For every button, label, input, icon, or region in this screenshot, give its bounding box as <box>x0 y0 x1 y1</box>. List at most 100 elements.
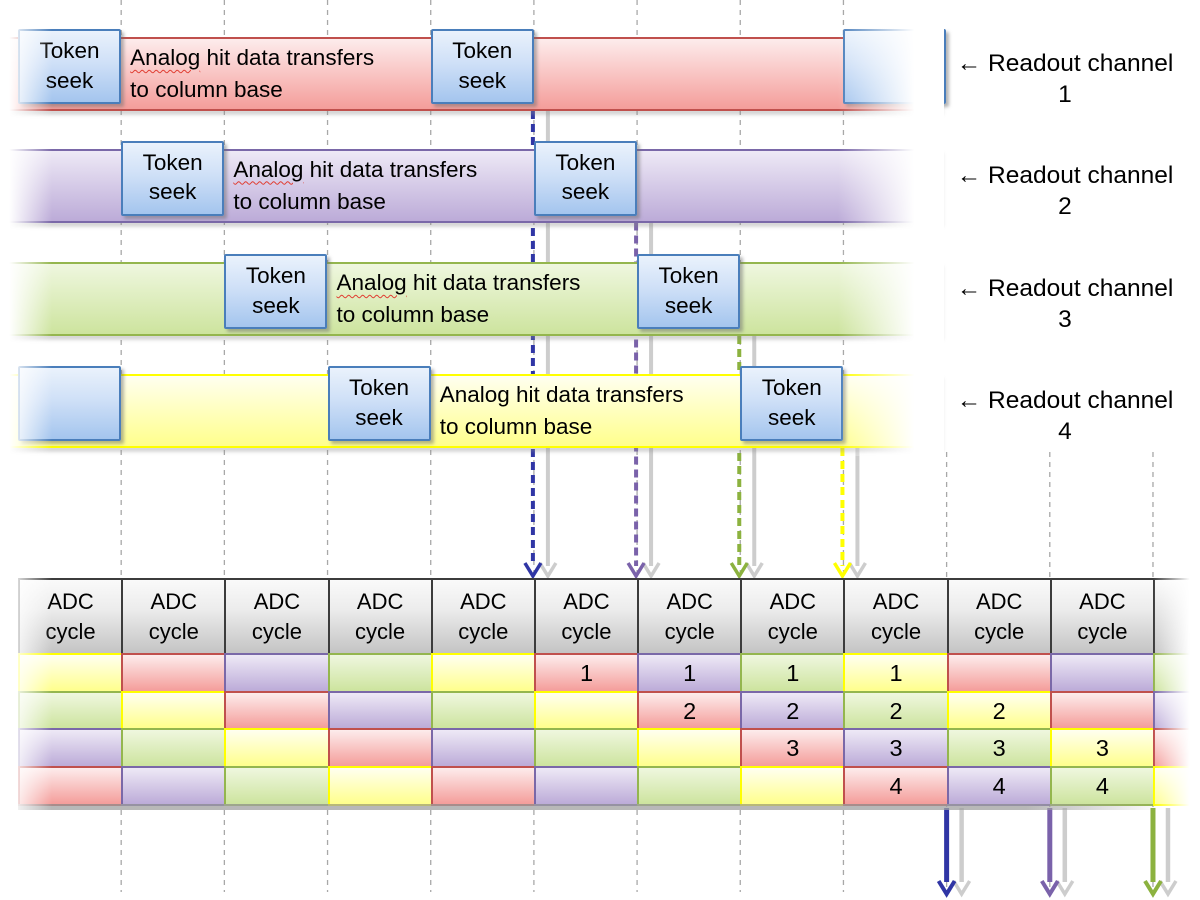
adc-cell-number: 2 <box>889 697 903 724</box>
adc-cycle-header-cell: ADC cycle <box>327 578 433 655</box>
adc-cell <box>224 766 330 806</box>
adc-header-line2: cycle <box>148 619 199 644</box>
adc-cell <box>430 766 536 806</box>
adc-cell <box>1152 653 1200 693</box>
adc-header-line1: ADC <box>356 589 404 614</box>
transfer-arrow-shadow-head-channel-1 <box>538 562 558 580</box>
header-fade <box>1152 578 1200 655</box>
adc-cell <box>1152 766 1200 806</box>
adc-cell <box>224 653 330 693</box>
adc-cell-number: 1 <box>889 660 903 686</box>
token-seek-label-line2: seek <box>148 179 197 204</box>
analog-transfer-text-line1: Analog hit data transfers <box>233 156 478 182</box>
transfer-arrow-shadow-head-channel-2 <box>641 562 661 580</box>
adc-header-line2: cycle <box>561 619 612 644</box>
analog-transfer-text-line2: to column base <box>130 77 283 102</box>
adc-cell: 1 <box>637 653 743 693</box>
adc-cell <box>121 766 227 806</box>
adc-cell <box>1152 728 1200 769</box>
analog-transfer-text-line2: to column base <box>233 188 386 214</box>
token-seek-label-line1: Token <box>142 149 203 175</box>
token-seek-label-line1: Token <box>555 149 616 175</box>
cell-right-fade <box>1152 653 1200 693</box>
adc-cell-number: 3 <box>1095 735 1109 762</box>
adc-header-line1: ADC <box>47 589 94 614</box>
readout-channel-label-text: ← Readout channel <box>956 275 1174 302</box>
left-edge-fade <box>0 0 52 815</box>
adc-cell <box>121 728 227 769</box>
readout-band-channel-2: Token seek Token seek Analog hit data transf… <box>0 136 944 231</box>
adc-cell <box>637 766 743 806</box>
adc-cell-number: 3 <box>889 735 903 762</box>
token-seek-label-line2: seek <box>355 404 403 430</box>
token-seek-label-line2: seek <box>767 404 816 430</box>
adc-cell: 4 <box>1049 766 1155 806</box>
adc-cell: 2 <box>740 690 846 731</box>
token-seek-label-line2: seek <box>458 67 506 93</box>
table-bottom-shadow <box>18 804 1163 810</box>
adc-header-line1: ADC <box>253 589 301 614</box>
adc-cell <box>533 690 640 731</box>
adc-header-line2: cycle <box>870 619 922 644</box>
adc-cell <box>740 766 846 806</box>
adc-header-line2: cycle <box>1077 619 1128 644</box>
analog-transfer-text-line2: to column base <box>439 414 593 439</box>
adc-header-line1: ADC <box>872 589 920 614</box>
analog-transfer-text-line1: Analog hit data transfers <box>336 270 581 295</box>
adc-cell: 3 <box>946 728 1052 769</box>
adc-cell-number: 1 <box>579 660 594 686</box>
adc-cell <box>430 653 536 693</box>
token-seek-box: Token seek <box>327 366 431 441</box>
adc-output-arrow-shadow-head-channel-1 <box>952 880 972 898</box>
adc-cell-number: 1 <box>786 660 800 686</box>
adc-output-arrow-shadow-head-channel-2 <box>1055 880 1075 898</box>
adc-cell: 2 <box>946 690 1052 731</box>
readout-channel-label-number: 4 <box>1058 418 1072 445</box>
readout-channel-label-text: ← Readout channel <box>956 50 1174 77</box>
adc-cell <box>1152 690 1200 731</box>
adc-header-line2: cycle <box>767 619 818 644</box>
adc-cell-number: 4 <box>1095 773 1109 800</box>
analog-word: Analog <box>233 156 304 182</box>
adc-cell: 1 <box>740 653 846 693</box>
adc-cell <box>121 653 227 693</box>
adc-output-arrow-shadow-head-channel-3 <box>1158 880 1178 898</box>
analog-word: Analog <box>439 382 510 407</box>
analog-transfer-text-line1: Analog hit data transfers <box>130 45 375 70</box>
transfer-arrow-head-channel-2 <box>626 562 646 580</box>
band-right-fade <box>838 362 944 456</box>
cell-right-fade <box>1152 728 1200 769</box>
adc-cell: 2 <box>637 690 743 731</box>
adc-header-line1: ADC <box>460 589 507 614</box>
token-seek-label-line2: seek <box>561 179 610 204</box>
token-seek-label-line1: Token <box>349 375 410 400</box>
readout-channel-label-text: ← Readout channel <box>956 387 1174 414</box>
readout-channel-label-number: 3 <box>1058 306 1072 333</box>
adc-cell-number: 2 <box>992 697 1006 724</box>
adc-cell <box>121 690 227 731</box>
adc-header-line1: ADC <box>563 589 610 614</box>
adc-header-line1: ADC <box>769 589 817 614</box>
adc-header-line2: cycle <box>355 619 406 644</box>
adc-cell <box>224 728 330 769</box>
transfer-arrow-shadow-head-channel-3 <box>744 562 764 580</box>
adc-cycle-header-cell-partial <box>1152 578 1200 655</box>
adc-output-arrow-head-channel-3 <box>1143 879 1163 898</box>
adc-cycle-header-cell: ADC cycle <box>740 578 846 655</box>
analog-word: Analog <box>130 45 201 70</box>
band-right-fade <box>838 25 944 119</box>
adc-cell: 1 <box>843 653 949 693</box>
token-seek-box: Token seek <box>121 140 225 216</box>
transfer-arrow-shadow-head-channel-4 <box>847 562 867 580</box>
